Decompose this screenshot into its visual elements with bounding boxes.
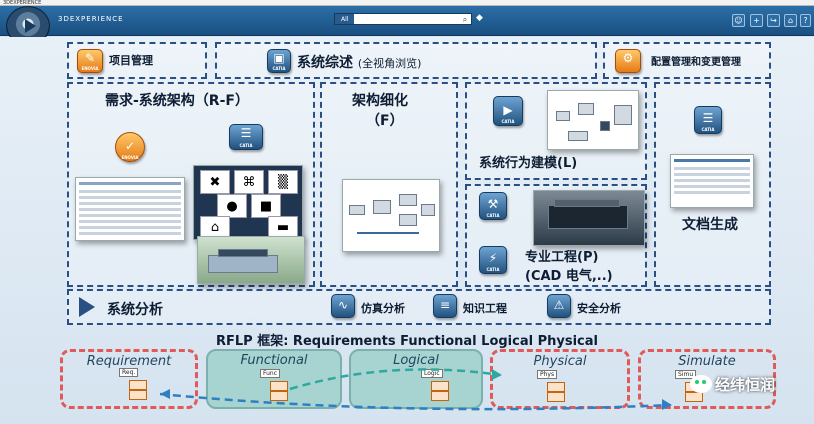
catia-electrical-icon: ⚡CATIA	[479, 246, 507, 274]
architecture-refinement-sublabel: （F）	[366, 113, 404, 129]
enovia-check-icon: ✓ENOVIA	[115, 132, 145, 162]
specialty-engineering-label: 专业工程(P)	[525, 250, 599, 265]
wechat-icon	[690, 375, 712, 393]
specialty-engineering-sublabel: (CAD 电气,..)	[525, 269, 613, 284]
requirement-architecture-label: 需求-系统架构（R-F）	[105, 93, 249, 109]
building-model-screenshot	[197, 236, 305, 284]
system-overview-title: 系统综述	[297, 55, 353, 71]
architecture-refinement-panel: 架构细化 （F）	[320, 82, 458, 287]
catia-overview-icon: ▣CATIA	[267, 49, 291, 73]
simulate-tag: Simu	[675, 370, 697, 379]
watermark-text: 经纬恒润	[715, 375, 776, 394]
physical-tag: Phys	[537, 370, 558, 379]
rflp-framework-title: RFLP 框架: Requirements Functional Logical…	[215, 334, 598, 349]
system-overview-box: ▣CATIA 系统综述 (全视角浏览)	[215, 42, 597, 79]
simulation-icon: ∿	[331, 294, 355, 318]
search-input[interactable]	[354, 14, 459, 24]
enovia-project-icon: ✎ENOVIA	[77, 49, 103, 73]
safety-analysis-label: 安全分析	[577, 302, 621, 315]
requirement-label: Requirement	[86, 354, 172, 369]
ecu-model-screenshot	[533, 190, 645, 246]
machine-tile-icon: ■	[251, 194, 281, 218]
fan-tile-icon: ✖	[200, 170, 230, 194]
requirement-architecture-panel: 需求-系统架构（R-F） ✓ENOVIA ☰CATIA ✖ ⌘ ▒ ● ■ ⌂ …	[67, 82, 315, 287]
safety-icon: ⚠	[547, 294, 571, 318]
simulation-analysis-label: 仿真分析	[361, 302, 405, 315]
arrowhead-right	[662, 399, 672, 410]
requirement-tag: Req.	[119, 368, 139, 377]
functional-tag: Func	[260, 369, 281, 378]
rflp-flow-arrows	[159, 368, 672, 411]
home-icon[interactable]: ⌂	[784, 14, 797, 27]
behavior-modeling-label: 系统行为建模(L)	[479, 156, 578, 171]
requirement-stack-icon: Req.	[119, 368, 147, 400]
play-icon	[25, 19, 36, 33]
project-management-label: 项目管理	[109, 54, 153, 67]
requirement-simulate-arrow	[159, 392, 671, 411]
add-icon[interactable]: +	[750, 14, 763, 27]
enovia-config-icon: ⚙	[615, 49, 641, 73]
brand-label: 3DEXPERIENCE	[58, 15, 124, 23]
block-diagram-screenshot	[342, 179, 440, 252]
rflp-logical-box: Logical Logic	[349, 349, 483, 409]
system-analysis-bar: 系统分析 ∿ 仿真分析 ≡ 知识工程 ⚠ 安全分析	[67, 289, 771, 325]
architecture-refinement-label: 架构细化	[352, 93, 408, 109]
search-icon[interactable]: ⌕	[462, 14, 468, 24]
catia-layers-icon: ☰CATIA	[229, 124, 263, 150]
specialty-engineering-panel: ⚒CATIA ⚡CATIA 专业工程(P) (CAD 电气,..)	[465, 184, 647, 287]
physical-label: Physical	[533, 354, 587, 369]
search-scope-select[interactable]: All	[335, 14, 355, 24]
slide-canvas: ✎ENOVIA 项目管理 ▣CATIA 系统综述 (全视角浏览) ⚙ 配置管理和…	[0, 37, 814, 424]
catia-engineering-icon: ⚒CATIA	[479, 192, 507, 220]
system-overview-label: 系统综述 (全视角浏览)	[297, 52, 421, 72]
functional-physical-arrow	[289, 368, 501, 391]
search-bar: All ⌕	[334, 13, 472, 25]
functional-stack-icon: Func	[260, 369, 288, 401]
building-tile-icon: ▒	[268, 170, 298, 194]
device-tile-icon: ⌘	[234, 170, 264, 194]
watermark: 经纬恒润	[690, 372, 775, 396]
catia-behavior-icon: ▶CATIA	[493, 96, 523, 126]
behavior-modeling-panel: ▶CATIA 系统行为建模(L)	[465, 82, 647, 180]
system-overview-subtitle: (全视角浏览)	[357, 57, 422, 70]
arrowhead-teal	[492, 369, 502, 380]
user-icon[interactable]: ☺	[732, 14, 745, 27]
top-toolbar: 3DEXPERIENCE All ⌕ ◆ ☺ + ↪ ⌂ ?	[0, 6, 814, 46]
arrowhead-left	[160, 389, 170, 399]
logical-label: Logical	[393, 353, 439, 368]
catia-document-icon: ☰CATIA	[694, 106, 722, 134]
system-analysis-label: 系统分析	[107, 302, 163, 318]
help-icon[interactable]: ?	[800, 14, 811, 27]
knowledge-icon: ≡	[433, 294, 457, 318]
config-change-label: 配置管理和变更管理	[651, 57, 741, 68]
document-screenshot	[670, 154, 754, 208]
knowledge-engineering-label: 知识工程	[463, 302, 507, 315]
document-generation-label: 文档生成	[682, 217, 738, 233]
sensor-tile-icon: ●	[217, 194, 247, 218]
document-generation-panel: ☰CATIA 文档生成	[654, 82, 771, 287]
share-icon[interactable]: ↪	[767, 14, 780, 27]
play-triangle-icon	[79, 297, 95, 317]
config-change-box: ⚙ 配置管理和变更管理	[603, 42, 771, 79]
physical-stack-icon: Phys	[537, 370, 565, 402]
requirements-table-screenshot	[75, 177, 185, 241]
window-titlebar: 3DEXPERIENCE	[0, 0, 814, 6]
behavior-diagram-screenshot	[547, 90, 639, 150]
tag-icon[interactable]: ◆	[476, 13, 483, 23]
simulate-label: Simulate	[678, 354, 736, 369]
rflp-physical-box: Physical Phys	[490, 349, 630, 409]
project-management-box: ✎ENOVIA 项目管理	[67, 42, 207, 79]
functional-label: Functional	[240, 353, 308, 368]
rflp-requirement-box: Requirement Req.	[60, 349, 198, 409]
